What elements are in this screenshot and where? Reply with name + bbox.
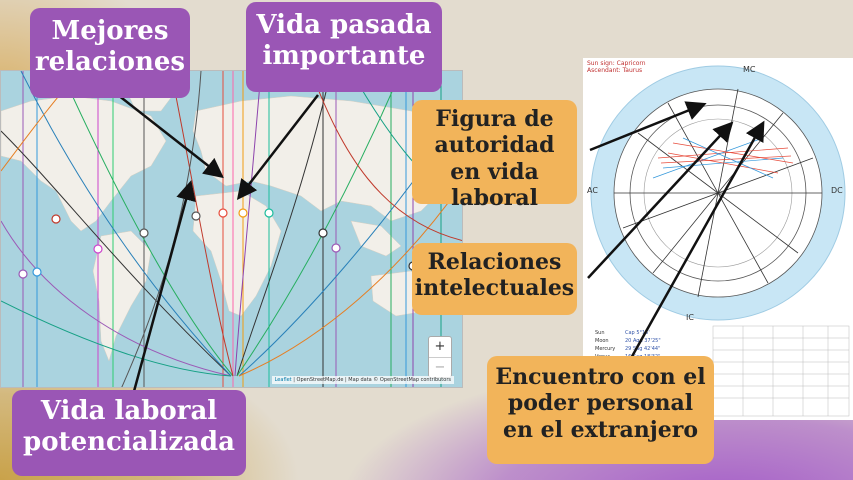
north-america	[1, 95, 167, 232]
table-row-mercury-planet: Mercury	[595, 346, 615, 352]
marker-mars	[218, 208, 228, 218]
label-vida-laboral: Vida laboral potencializada	[12, 390, 246, 476]
label-encuentro-text: Encuentro con el poder personal en el ex…	[495, 364, 706, 443]
label-figura-text: Figura de autoridad en vida laboral	[434, 106, 555, 212]
ascendant-text: Ascendant: Taurus	[587, 67, 643, 74]
label-vida-pasada: Vida pasada importante	[246, 2, 442, 92]
marker-moon	[93, 244, 103, 254]
marker-neptune	[139, 228, 149, 238]
zoom-in-button[interactable]: +	[434, 339, 446, 354]
table-row-mercury-pos: 29 Sag 42'44"	[625, 346, 660, 352]
table-row-sun-pos: Cap 5°15'	[625, 330, 650, 336]
marker-venus	[264, 208, 274, 218]
marker-sun	[238, 208, 248, 218]
marker-pluto	[51, 214, 61, 224]
marker-chiron	[18, 269, 28, 279]
attribution-text: | OpenStreetMap.de | Map data © OpenStre…	[293, 377, 451, 383]
map-graphic	[1, 71, 462, 387]
ac-label: AC	[587, 186, 598, 195]
ic-label: IC	[686, 313, 694, 322]
table-row-sun-planet: Sun	[595, 330, 605, 336]
chart-meta: Sun sign: Capricorn Ascendant: Taurus	[587, 60, 646, 74]
southeast-asia	[350, 220, 402, 257]
map-attribution: Leaflet | OpenStreetMap.de | Map data © …	[271, 376, 454, 384]
mc-label: MC	[743, 65, 756, 74]
label-encuentro-poder: Encuentro con el poder personal en el ex…	[487, 356, 714, 464]
label-vida-pasada-text: Vida pasada importante	[256, 10, 432, 72]
zoom-control[interactable]: + −	[428, 336, 452, 378]
africa	[192, 190, 282, 317]
attribution-leaflet-link[interactable]: Leaflet	[274, 377, 292, 383]
dc-label: DC	[831, 186, 843, 195]
aspect-grid	[712, 325, 850, 417]
marker-jupiter	[32, 267, 42, 277]
sun-sign-text: Sun sign: Capricorn	[587, 60, 646, 67]
table-row-moon-planet: Moon	[595, 338, 609, 344]
astrocartography-map[interactable]: + − Leaflet | OpenStreetMap.de | Map dat…	[0, 70, 463, 388]
zoom-out-button[interactable]: −	[429, 357, 451, 378]
label-mejores-relaciones: Mejores relaciones	[30, 8, 190, 98]
marker-uranus	[318, 228, 328, 238]
table-row-moon-pos: 20 Aqu 37'25"	[625, 338, 661, 344]
marker-saturn	[191, 211, 201, 221]
marker-mercury	[331, 243, 341, 253]
label-relaciones-intelectuales: Relaciones intelectuales	[412, 243, 577, 315]
label-figura-autoridad: Figura de autoridad en vida laboral	[412, 100, 577, 211]
label-relaciones-text: Relaciones intelectuales	[414, 249, 575, 302]
label-vida-laboral-text: Vida laboral potencializada	[23, 396, 235, 458]
label-mejores-text: Mejores relaciones	[34, 16, 186, 78]
